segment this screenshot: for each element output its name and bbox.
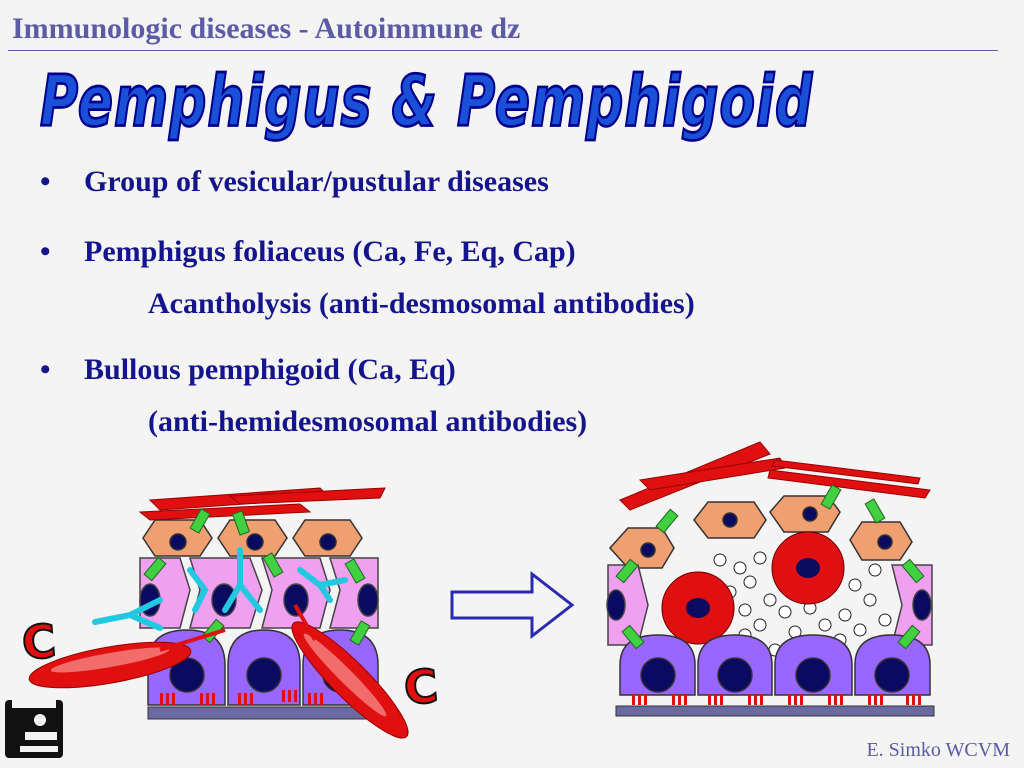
basement-membrane [615, 705, 935, 717]
header-divider [8, 50, 998, 51]
basement-membrane [147, 706, 379, 720]
bullet-text: Pemphigus foliaceus (Ca, Fe, Eq, Cap) [84, 235, 576, 268]
spinous-cells [606, 564, 933, 646]
keratin-layer [138, 487, 386, 521]
diagram-antibody-attack [5, 487, 409, 758]
bullet-text: Bullous pemphigoid (Ca, Eq) [84, 353, 456, 386]
bullet-subtext: (anti-hemidesmosomal antibodies) [148, 405, 588, 438]
complement-label: C [19, 613, 59, 672]
keratin-layer [619, 441, 931, 511]
transition-arrow [450, 570, 575, 640]
spinous-cells [139, 557, 379, 629]
acantholytic-cells [661, 531, 845, 645]
desmosomes [615, 484, 925, 650]
granular-cells [142, 519, 363, 557]
complement-molecules [28, 604, 409, 739]
hemidesmosomes [632, 694, 921, 705]
bullet-marker: • [40, 235, 51, 268]
complement-label: C [401, 658, 441, 717]
footer-credit: E. Simko WCVM [866, 739, 1010, 761]
slide-header: Immunologic diseases - Autoimmune dz [12, 12, 521, 45]
hemidesmosomes [160, 690, 323, 705]
slide-title: Pemphigus & Pemphigoid [39, 61, 814, 145]
bullet-marker: • [40, 353, 51, 386]
bullet-subtext: Acantholysis (anti-desmosomal antibodies… [148, 287, 695, 320]
granular-cells [608, 495, 913, 569]
antibodies [92, 547, 348, 631]
microscope-icon [5, 700, 63, 758]
diagram-acantholysis [606, 441, 935, 717]
bullet-text: Group of vesicular/pustular diseases [84, 165, 549, 198]
bullet-marker: • [40, 165, 51, 198]
basal-cells [619, 634, 931, 696]
